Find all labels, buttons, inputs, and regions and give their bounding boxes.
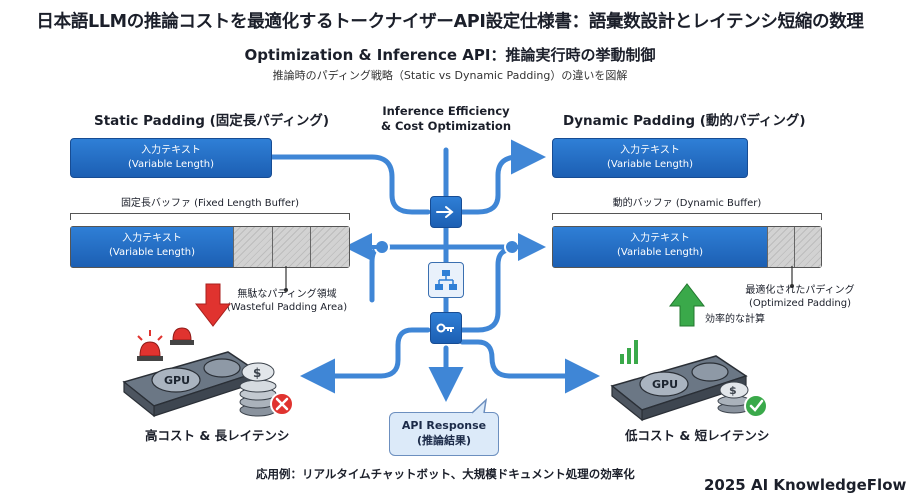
gpu-icon: GPU (610, 355, 748, 422)
key-icon (436, 323, 454, 333)
center-heading-line1: Inference Efficiency (382, 104, 510, 118)
static-heading: Static Padding (固定長パディング) (94, 113, 330, 129)
static-buffer-subtext: (Variable Length) (109, 246, 195, 258)
api-response-label: API Response (401, 419, 487, 432)
close-icon (270, 392, 294, 416)
process-node-key (430, 312, 462, 344)
static-result: 高コスト & 長レイテンシ (145, 428, 290, 443)
bar-chart-icon (620, 340, 638, 364)
dynamic-gpu-label: GPU (652, 378, 678, 391)
static-input-label: 入力テキスト (141, 145, 201, 156)
gpu-icon: GPU (122, 351, 260, 418)
static-gpu-label: GPU (164, 374, 190, 387)
opt-label: 最適化されたパディング (Optimized Padding) (736, 284, 864, 310)
opt-label-en: (Optimized Padding) (748, 298, 852, 309)
dynamic-input-label: 入力テキスト (620, 145, 680, 156)
page-caption: 推論時のパディング戦略（Static vs Dynamic Padding）の違… (272, 69, 628, 82)
center-heading: Inference Efficiency & Cost Optimization (376, 104, 516, 134)
svg-text:$: $ (729, 384, 737, 397)
dynamic-buffer-bracket (552, 213, 822, 220)
dynamic-input-sublabel: (Variable Length) (607, 158, 693, 170)
dynamic-buffer: 入力テキスト (Variable Length) (552, 226, 822, 268)
static-buffer-text: 入力テキスト (122, 233, 182, 244)
api-response-sublabel: (推論結果) (416, 433, 472, 447)
padding-cell (767, 227, 794, 267)
padding-cell (310, 227, 350, 267)
padding-cell (271, 227, 311, 267)
dynamic-input-box: 入力テキスト (Variable Length) (552, 138, 748, 178)
static-buffer-content: 入力テキスト (Variable Length) (71, 227, 233, 267)
dynamic-buffer-subtext: (Variable Length) (617, 246, 703, 258)
static-input-box: 入力テキスト (Variable Length) (70, 138, 272, 178)
static-buffer-label: 固定長バッファ (Fixed Length Buffer) (120, 198, 300, 209)
check-icon (744, 394, 768, 418)
dynamic-buffer-content: 入力テキスト (Variable Length) (553, 227, 767, 267)
opt-label-jp: 最適化されたパディング (745, 285, 855, 296)
static-buffer-bracket (70, 213, 350, 220)
calc-label: 効率的な計算 (705, 314, 765, 325)
padding-cell (794, 227, 821, 267)
dynamic-gpu-illustration: GPU $ (610, 340, 768, 422)
page-subtitle: Optimization & Inference API：推論実行時の挙動制御 (244, 46, 656, 64)
dynamic-result: 低コスト & 短レイテンシ (625, 428, 770, 443)
coin-stack-icon: $ (239, 362, 277, 417)
opt-pointer (790, 266, 794, 288)
static-fixed-buffer: 入力テキスト (Variable Length) (70, 226, 350, 268)
waste-pointer (284, 266, 288, 292)
flowchart-icon (435, 270, 457, 290)
static-gpu-illustration: GPU $ (122, 327, 294, 418)
dynamic-heading: Dynamic Padding (動的パディング) (563, 113, 806, 129)
footer-note: 応用例：リアルタイムチャットボット、大規模ドキュメント処理の効率化 (256, 467, 635, 481)
arrow-up-green-icon (668, 283, 706, 327)
api-response-bubble: API Response (推論結果) (389, 412, 499, 456)
coin-stack-icon: $ (717, 381, 751, 414)
waste-label-jp: 無駄なパディング領域 (237, 289, 337, 300)
bubble-tail (471, 397, 488, 414)
brand-label: 2025 AI KnowledgeFlow (704, 476, 906, 494)
page-title: 日本語LLMの推論コストを最適化するトークナイザーAPI設定仕様書：語彙数設計と… (36, 12, 864, 32)
dynamic-buffer-label: 動的バッファ (Dynamic Buffer) (612, 198, 762, 209)
waste-label-en: (Wasteful Padding Area) (226, 302, 348, 313)
process-node-flowchart (428, 262, 464, 298)
svg-text:$: $ (253, 366, 261, 380)
padding-cell (233, 227, 272, 267)
arrow-down-red-icon (194, 283, 232, 327)
arrow-right-icon (436, 206, 454, 218)
alarm-light-icon (137, 327, 194, 361)
static-input-sublabel: (Variable Length) (128, 158, 214, 170)
waste-label: 無駄なパディング領域 (Wasteful Padding Area) (222, 288, 352, 314)
process-node-arrow (430, 196, 462, 228)
center-heading-line2: & Cost Optimization (380, 118, 512, 133)
dynamic-buffer-text: 入力テキスト (630, 233, 690, 244)
